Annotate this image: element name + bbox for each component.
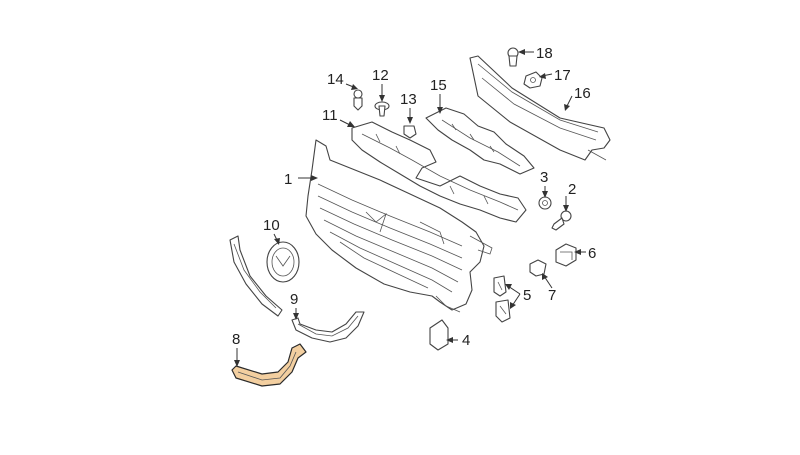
part-1-main-grille xyxy=(305,139,493,313)
callout-8: 8 xyxy=(232,331,240,348)
part-6-bracket xyxy=(555,243,577,267)
part-13-clip xyxy=(403,125,417,139)
part-15-upper-bracket xyxy=(425,107,535,175)
callout-5: 5 xyxy=(523,287,531,304)
callout-2: 2 xyxy=(568,181,576,198)
callout-13: 13 xyxy=(400,91,417,108)
part-7-clip xyxy=(529,259,547,277)
part-2-screw xyxy=(551,210,572,231)
part-16-upper-panel xyxy=(469,55,611,161)
part-10-emblem xyxy=(266,241,300,283)
callout-9: 9 xyxy=(290,291,298,308)
part-3-nut xyxy=(538,196,552,210)
callout-4: 4 xyxy=(462,332,470,349)
callout-10: 10 xyxy=(263,217,280,234)
callout-labels: 1 2 3 4 5 6 7 8 9 10 11 12 13 14 15 16 1… xyxy=(232,45,596,349)
part-5-brackets xyxy=(493,275,511,323)
callout-18: 18 xyxy=(536,45,553,62)
part-12-push-clip xyxy=(374,101,390,117)
leader-lines xyxy=(234,49,586,367)
callout-3: 3 xyxy=(540,169,548,186)
callout-16: 16 xyxy=(574,85,591,102)
callout-14: 14 xyxy=(327,71,344,88)
left-side-molding xyxy=(229,235,283,317)
callout-7: 7 xyxy=(548,287,556,304)
part-17-nut xyxy=(523,71,543,89)
callout-12: 12 xyxy=(372,67,389,84)
part-4-cover xyxy=(429,319,449,351)
part-11-support-bracket xyxy=(351,121,527,223)
callout-1: 1 xyxy=(284,171,292,188)
part-18-pin xyxy=(507,47,519,67)
part-9-lower-molding xyxy=(291,311,365,343)
callout-11: 11 xyxy=(322,107,338,124)
part-8-garnish-highlighted xyxy=(231,343,307,387)
callout-17: 17 xyxy=(554,67,571,84)
part-14-push-pin xyxy=(353,89,363,111)
callout-15: 15 xyxy=(430,77,447,94)
callout-6: 6 xyxy=(588,245,596,262)
